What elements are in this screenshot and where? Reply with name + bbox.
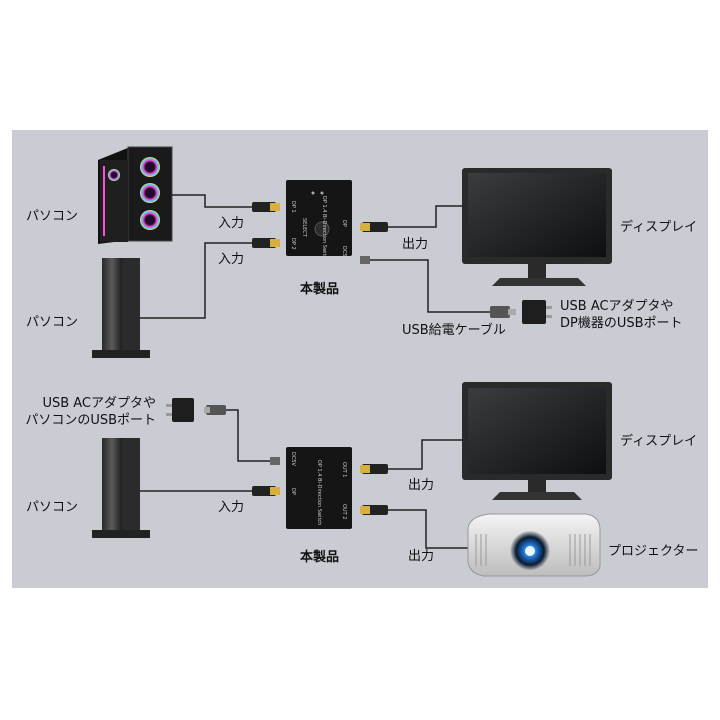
usb-adapter-icon-bottom xyxy=(166,398,226,422)
switch-title-bottom: DP 1.4 Bi-Direction Switch xyxy=(316,460,322,525)
cables-bottom xyxy=(140,409,468,549)
label-input-bottom: 入力 xyxy=(218,500,245,515)
dp-plug-bottom-out1 xyxy=(360,464,388,474)
switch-title-top: DP 1.4 Bi-Direction Switch xyxy=(321,196,327,261)
switch-box-bottom xyxy=(286,447,352,529)
label-output1-bottom: 出力 xyxy=(408,478,435,493)
label-usb-cable: USB給電ケーブル xyxy=(402,323,506,338)
tower-pc-icon xyxy=(92,258,150,358)
dp-plug-top-out xyxy=(360,222,388,232)
usb-adapter-icon-top xyxy=(522,300,552,324)
switch-port-dp-bottom: DP xyxy=(290,488,296,495)
cables-top xyxy=(140,194,490,319)
dp-plug-top-in2 xyxy=(252,238,280,248)
usb-plug-top xyxy=(360,256,516,318)
usb-plug-bottom xyxy=(270,457,280,465)
dp-plug-bottom-out2 xyxy=(360,505,388,515)
label-usb-source-1: USB ACアダプタや xyxy=(560,299,674,314)
switch-select-label: SELECT xyxy=(301,218,307,238)
switch-port-out1: OUT 1 xyxy=(341,462,347,477)
gaming-pc-icon xyxy=(98,146,173,244)
switch-port-dp1: DP 1 xyxy=(290,201,296,213)
switch-port-dp2: DP 2 xyxy=(290,238,296,250)
label-usb-source-2: DP機器のUSBポート xyxy=(560,316,683,331)
dp-plug-top-in1 xyxy=(252,202,280,212)
switch-port-dc-bottom: DC5V xyxy=(290,452,296,467)
label-usb-source-bottom-2: パソコンのUSBポート xyxy=(25,413,156,428)
label-output2-bottom: 出力 xyxy=(408,549,435,564)
label-pc1: パソコン xyxy=(26,209,79,224)
label-usb-source-bottom-1: USB ACアダプタや xyxy=(42,396,156,411)
dp-plug-bottom-in xyxy=(252,486,280,496)
label-display-bottom: ディスプレイ xyxy=(620,434,698,449)
switch-port-out2: OUT 2 xyxy=(341,504,347,519)
switch-port-dc: DC5V xyxy=(341,246,347,261)
label-pc2: パソコン xyxy=(26,315,79,330)
monitor-icon-top xyxy=(462,168,612,286)
label-projector: プロジェクター xyxy=(608,544,699,559)
projector-icon xyxy=(467,513,601,577)
switch-box-top xyxy=(286,180,352,256)
label-display: ディスプレイ xyxy=(620,220,698,235)
switch-port-dp: DP xyxy=(341,220,347,227)
label-input1: 入力 xyxy=(218,216,245,231)
label-pc-bottom: パソコン xyxy=(26,500,79,515)
label-output: 出力 xyxy=(402,237,429,252)
label-input2: 入力 xyxy=(218,252,245,267)
label-product-bottom: 本製品 xyxy=(300,550,340,565)
monitor-icon-bottom xyxy=(462,382,612,500)
label-product: 本製品 xyxy=(300,282,340,297)
tower-pc-icon-bottom xyxy=(92,438,150,538)
